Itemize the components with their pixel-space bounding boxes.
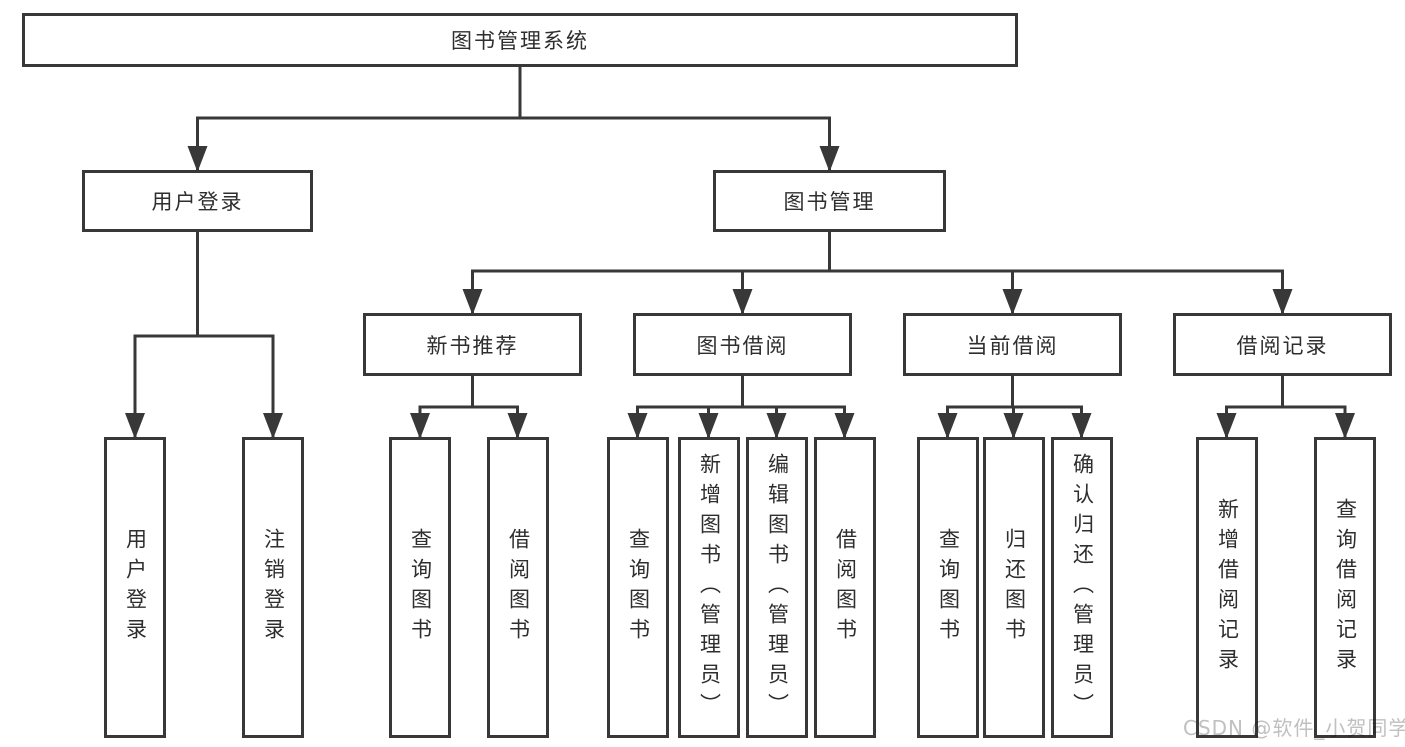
node-book-borrow-label: 图书借阅: [696, 333, 789, 358]
node-current-borrow-label: 当前借阅: [966, 333, 1059, 358]
node-borrow-records-label: 借阅记录: [1236, 333, 1329, 358]
leaf-logout: 注销登录: [242, 437, 304, 738]
leaf-query-books-1: 查询图书: [389, 437, 451, 738]
leaf-logout-label: 注销登录: [261, 527, 286, 648]
leaf-query-books-3-label: 查询图书: [936, 527, 961, 648]
leaf-user-login-label: 用户登录: [123, 527, 148, 648]
node-root-label: 图书管理系统: [451, 29, 589, 53]
leaf-add-borrow-record: 新增借阅记录: [1196, 437, 1258, 738]
leaf-confirm-return-admin-label: 确认归还（管理员）: [1070, 452, 1095, 723]
node-root-system: 图书管理系统: [22, 13, 1018, 67]
leaf-query-books-2-label: 查询图书: [626, 527, 651, 648]
leaf-return-book-label: 归还图书: [1002, 527, 1027, 648]
node-book-management-label: 图书管理: [783, 190, 876, 214]
leaf-add-book-admin-label: 新增图书（管理员）: [697, 452, 722, 723]
leaf-return-book: 归还图书: [983, 437, 1045, 738]
leaf-edit-book-admin: 编辑图书（管理员）: [746, 437, 808, 738]
leaf-query-books-1-label: 查询图书: [408, 527, 433, 648]
node-book-management: 图书管理: [713, 170, 946, 232]
node-new-book-recommend-label: 新书推荐: [426, 333, 519, 358]
leaf-borrow-books-2-label: 借阅图书: [833, 527, 858, 648]
leaf-edit-book-admin-label: 编辑图书（管理员）: [765, 452, 790, 723]
leaf-user-login: 用户登录: [104, 437, 166, 738]
leaf-borrow-books-2: 借阅图书: [814, 437, 876, 738]
leaf-borrow-books-1-label: 借阅图书: [506, 527, 531, 648]
node-current-borrow: 当前借阅: [903, 313, 1122, 376]
leaf-query-books-2: 查询图书: [607, 437, 669, 738]
leaf-query-borrow-record-label: 查询借阅记录: [1333, 497, 1358, 678]
node-book-borrow: 图书借阅: [633, 313, 852, 376]
leaf-query-books-3: 查询图书: [917, 437, 979, 738]
leaf-query-borrow-record: 查询借阅记录: [1314, 437, 1376, 738]
csdn-watermark: CSDN @软件_小贺同学: [1183, 716, 1405, 740]
node-user-login: 用户登录: [82, 170, 313, 232]
leaf-borrow-books-1: 借阅图书: [487, 437, 549, 738]
node-new-book-recommend: 新书推荐: [363, 313, 582, 376]
node-user-login-label: 用户登录: [151, 190, 244, 214]
leaf-add-book-admin: 新增图书（管理员）: [678, 437, 740, 738]
leaf-add-borrow-record-label: 新增借阅记录: [1215, 497, 1240, 678]
node-borrow-records: 借阅记录: [1173, 313, 1392, 376]
leaf-confirm-return-admin: 确认归还（管理员）: [1051, 437, 1113, 738]
